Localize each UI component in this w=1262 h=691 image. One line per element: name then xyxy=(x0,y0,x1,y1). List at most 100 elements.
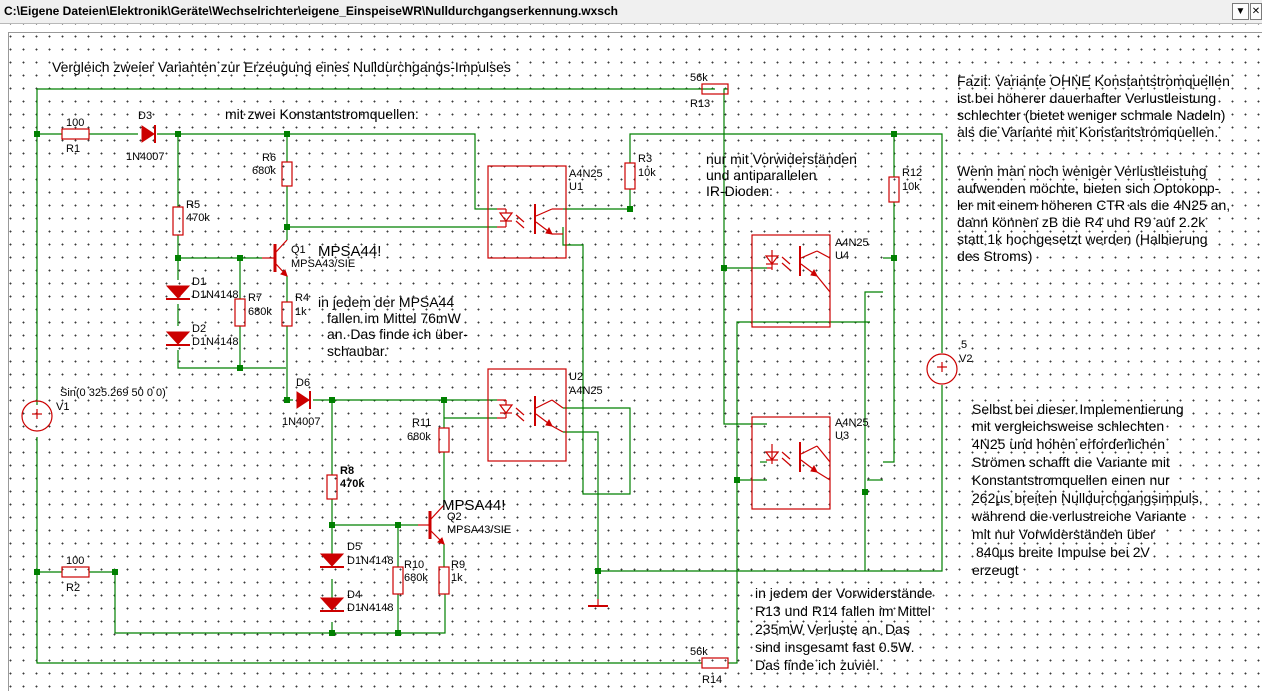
r2-value: 100 xyxy=(66,555,84,567)
r14-ref: R14 xyxy=(702,674,722,686)
u1-ref: U1 xyxy=(569,181,583,193)
q2-note: MPSA44! xyxy=(442,497,505,514)
u2-ref: U2 xyxy=(569,371,583,383)
u1-value: A4N25 xyxy=(569,168,603,180)
resistor-r4[interactable]: R4 1k xyxy=(281,292,309,327)
r4-value: 1k xyxy=(295,306,307,318)
voltage-source-v2[interactable]: 5 V2 xyxy=(926,339,972,385)
r12-ref: R12 xyxy=(902,167,922,179)
resistor-r3[interactable]: R3 10k xyxy=(624,153,656,190)
diode-d5[interactable]: D5 D1N4148 xyxy=(319,541,393,568)
q1-value: MPSA43/SIE xyxy=(291,258,355,270)
fazit-note: Fazit: Variante OHNE Konstantstromquelle… xyxy=(957,73,1234,264)
q1-note: MPSA44! xyxy=(318,243,381,260)
d4-value: D1N4148 xyxy=(347,602,393,614)
sheet-border xyxy=(8,32,1262,691)
r5-ref: R5 xyxy=(186,199,200,211)
dropdown-button[interactable]: ▼ xyxy=(1232,3,1249,20)
resistor-r8[interactable]: R8 470k xyxy=(326,465,365,500)
heading-note: Vergleich zweier Varianten zur Erzeugung… xyxy=(52,59,511,75)
resistor-r14[interactable]: 56k R14 xyxy=(690,646,729,686)
u3-ref: U3 xyxy=(835,430,849,442)
resistor-r13[interactable]: 56k R13 xyxy=(690,72,729,110)
r11-value: 680k xyxy=(407,431,431,443)
resistor-r1[interactable]: 100 R1 xyxy=(61,117,90,155)
d6-ref: D6 xyxy=(296,377,310,389)
d5-ref: D5 xyxy=(347,541,361,553)
d3-ref: D3 xyxy=(138,110,152,122)
vorwiderstand-note: in jedem der Vorwiderstände R13 und R14 … xyxy=(755,585,936,673)
window-title-bar: C:\Eigene Dateien\Elektronik\Geräte\Wech… xyxy=(0,0,1262,24)
d2-ref: D2 xyxy=(192,323,206,335)
r8-value: 470k xyxy=(340,478,365,490)
variant2-note: nur mit Vorwiderständen und antiparallel… xyxy=(706,151,861,199)
diode-d1[interactable]: D1 D1N4148 xyxy=(165,276,238,301)
optocoupler-u2[interactable]: U2 A4N25 xyxy=(487,368,603,462)
ground-symbol xyxy=(588,599,608,607)
resistor-r7[interactable]: R7 680k xyxy=(234,292,272,327)
u3-value: A4N25 xyxy=(835,417,869,429)
d1-value: D1N4148 xyxy=(192,289,238,301)
close-button[interactable]: ✕ xyxy=(1250,3,1262,20)
r3-value: 10k xyxy=(638,167,656,179)
variant1-note: mit zwei Konstantstromquellen: xyxy=(225,106,419,122)
v2-ref: V2 xyxy=(959,353,972,365)
diode-d3[interactable]: D3 1N4007 xyxy=(126,110,165,163)
window-title: C:\Eigene Dateien\Elektronik\Geräte\Wech… xyxy=(4,4,618,18)
r14-value: 56k xyxy=(690,646,708,658)
r4-ref: R4 xyxy=(295,292,309,304)
q2-ref: Q2 xyxy=(447,511,462,523)
resistor-r12[interactable]: R12 10k xyxy=(888,167,922,203)
d5-value: D1N4148 xyxy=(347,555,393,567)
r2-ref: R2 xyxy=(66,582,80,594)
voltage-source-v1[interactable]: Sin(0 325.269 50 0 0) V1 xyxy=(21,387,166,432)
schematic: 100 R1 100 R2 56k R13 56k R14 D3 1N4007 … xyxy=(21,59,1234,686)
transistor-q2[interactable]: Q2 MPSA43/SIE MPSA44! xyxy=(418,497,511,545)
selbst-note: Selbst bei dieser Implementierung mit ve… xyxy=(971,401,1207,578)
wires xyxy=(36,88,943,664)
optocoupler-u4[interactable]: A4N25 U4 xyxy=(751,234,869,328)
resistor-r5[interactable]: R5 470k xyxy=(172,199,210,236)
diode-d2[interactable]: D2 D1N4148 xyxy=(165,323,238,348)
optocoupler-u1[interactable]: A4N25 U1 xyxy=(487,165,603,259)
v1-ref: V1 xyxy=(56,401,69,413)
r1-ref: R1 xyxy=(66,143,80,155)
resistor-r6[interactable]: R6 680k xyxy=(252,152,293,187)
d4-ref: D4 xyxy=(347,589,361,601)
schematic-canvas[interactable]: 100 R1 100 R2 56k R13 56k R14 D3 1N4007 … xyxy=(0,24,1262,691)
r8-ref: R8 xyxy=(340,465,354,477)
r13-value: 56k xyxy=(690,72,708,84)
r6-value: 680k xyxy=(252,165,276,177)
r10-value: 680k xyxy=(404,572,428,584)
d3-value: 1N4007 xyxy=(126,151,165,163)
r1-value: 100 xyxy=(66,117,84,129)
u4-ref: U4 xyxy=(835,250,849,262)
r11-ref: R11 xyxy=(412,417,431,429)
resistor-r11[interactable]: R11 680k xyxy=(407,417,450,453)
q1-ref: Q1 xyxy=(291,244,306,256)
r5-value: 470k xyxy=(186,212,210,224)
d2-value: D1N4148 xyxy=(192,336,238,348)
mpsa-note: in jedem der MPSA44 fallen im Mittel 76m… xyxy=(318,294,472,359)
r10-ref: R10 xyxy=(404,559,424,571)
q2-value: MPSA43/SIE xyxy=(447,524,511,536)
u4-value: A4N25 xyxy=(835,237,869,249)
r13-ref: R13 xyxy=(690,98,710,110)
u2-value: A4N25 xyxy=(569,385,603,397)
r7-ref: R7 xyxy=(248,292,262,304)
junctions xyxy=(34,131,897,636)
resistor-r9[interactable]: R9 1k xyxy=(438,559,465,595)
r7-value: 680k xyxy=(248,306,272,318)
resistor-r10[interactable]: R10 680k xyxy=(392,559,428,595)
optocoupler-u3[interactable]: A4N25 U3 xyxy=(751,416,869,510)
v2-value: 5 xyxy=(961,339,967,351)
resistor-r2[interactable]: 100 R2 xyxy=(61,555,90,594)
d1-ref: D1 xyxy=(192,276,206,288)
v1-value: Sin(0 325.269 50 0 0) xyxy=(60,387,166,399)
r9-ref: R9 xyxy=(451,559,465,571)
diode-d6[interactable]: D6 1N4007 xyxy=(282,377,321,428)
diode-d4[interactable]: D4 D1N4148 xyxy=(319,589,393,614)
transistor-q1[interactable]: Q1 MPSA43/SIE MPSA44! xyxy=(262,239,381,277)
r12-value: 10k xyxy=(902,181,920,193)
r6-ref: R6 xyxy=(262,152,276,164)
